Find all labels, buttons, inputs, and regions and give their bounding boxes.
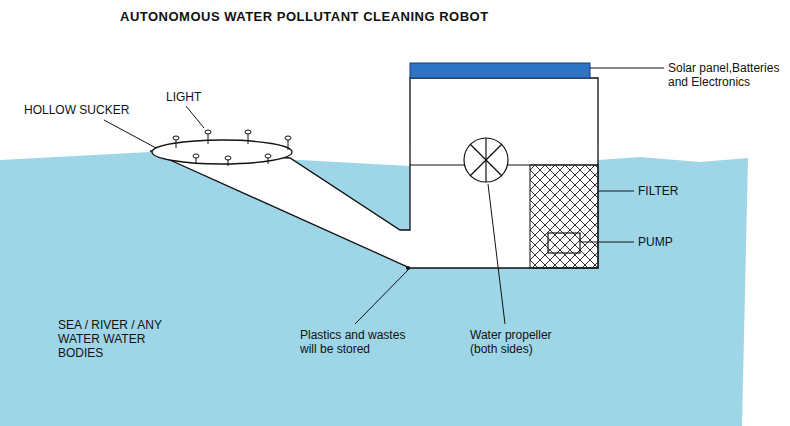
- note-label: Plastics and wastes will be stored: [300, 328, 410, 356]
- part-label: FILTER: [638, 184, 708, 198]
- region-label: SEA / RIVER / ANY WATER WATER BODIES: [58, 318, 188, 360]
- part-label: HOLLOW SUCKER: [24, 103, 144, 117]
- solar-panel: [410, 63, 590, 78]
- diagram-title: AUTONOMOUS WATER POLLUTANT CLEANING ROBO…: [120, 10, 489, 24]
- part-label: PUMP: [638, 235, 708, 249]
- lights: [173, 130, 291, 166]
- filter: [530, 165, 598, 268]
- water-body: [0, 152, 748, 426]
- hollow-sucker: [152, 140, 292, 164]
- leader-dot: [406, 266, 410, 270]
- pump: [548, 233, 580, 253]
- water-propeller: [464, 138, 508, 182]
- robot-hull: [150, 78, 598, 268]
- part-label: LIGHT: [166, 90, 226, 104]
- leader-lines: [104, 68, 664, 324]
- part-label: Solar panel,Batteries and Electronics: [668, 61, 786, 89]
- part-label: Water propeller (both sides): [470, 328, 580, 356]
